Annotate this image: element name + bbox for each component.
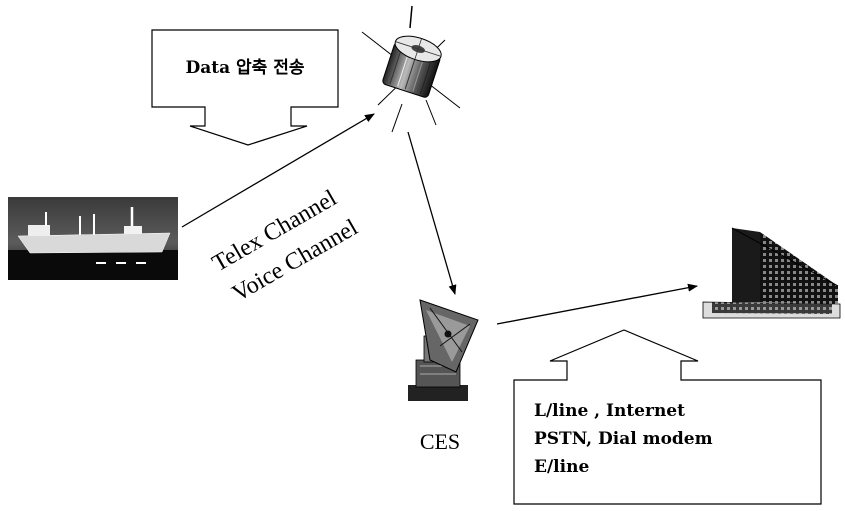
data-compression-callout: Data 압축 전송 <box>152 30 338 145</box>
network-line-1: L/line , Internet <box>534 401 685 421</box>
downlink-arrow <box>408 132 455 294</box>
data-compression-label: Data 압축 전송 <box>185 57 304 78</box>
ship-icon <box>8 197 178 280</box>
network-callout: L/line , Internet PSTN, Dial modem E/lin… <box>514 330 821 504</box>
network-line-3: E/line <box>534 457 589 477</box>
terrestrial-arrow <box>497 286 697 324</box>
satellite-icon <box>362 6 460 132</box>
building-icon <box>703 228 840 318</box>
ces-label: CES <box>420 429 460 454</box>
antenna-icon <box>408 300 478 401</box>
network-line-2: PSTN, Dial modem <box>534 429 713 449</box>
